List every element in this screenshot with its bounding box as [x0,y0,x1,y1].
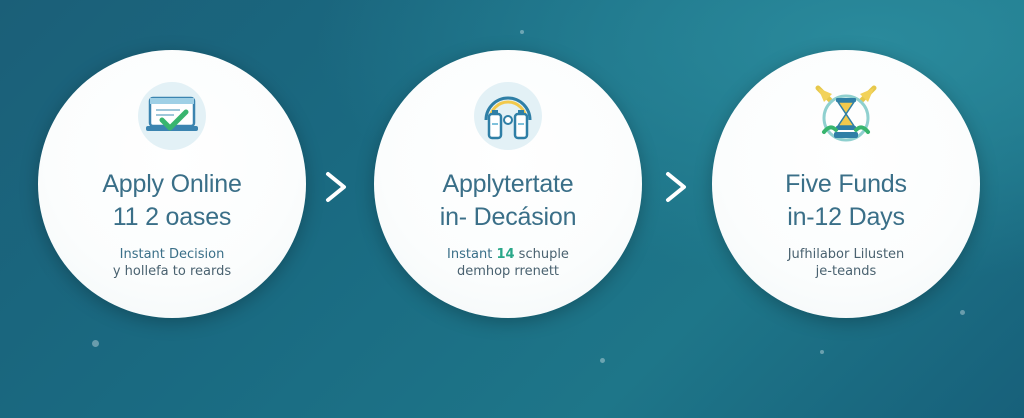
step-subtitle-line-2: y hollefa to reards [112,264,232,279]
step-title-line-2: in-12 Days [787,203,905,231]
dust-speck [600,358,605,363]
step-title: Apply Online 11 2 oases [38,168,306,234]
step-title-line-1: Applytertate [442,170,574,198]
step-subtitle-line-2: je-teands [815,264,877,279]
step-title: Applytertate in- Decásion [374,168,642,234]
step-subtitle: Jufhilabor Lilusten je-teands [712,246,980,280]
step-card-apply-online: Apply Online 11 2 oases Instant Decision… [38,50,306,318]
step-card-funds: Five Funds in-12 Days Jufhilabor Liluste… [712,50,980,318]
dust-speck [820,350,824,354]
step-subtitle-line-1: Jufhilabor Lilusten [787,247,905,262]
step-card-decision: Applytertate in- Decásion Instant 14 sch… [374,50,642,318]
step-title-line-2: in- Decásion [439,203,577,231]
step-subtitle-suffix: schuple [518,247,569,262]
funds-hourglass-icon [810,80,882,152]
bottles-arch-icon [472,80,544,152]
step-subtitle: Instant Decision y hollefa to reards [38,246,306,280]
step-title-line-1: Apply Online [102,170,242,198]
step-subtitle-line-1: Instant Decision [119,247,225,262]
chevron-right-icon [320,170,354,204]
dust-speck [960,310,965,315]
step-title: Five Funds in-12 Days [712,168,980,234]
dust-speck [92,340,99,347]
step-subtitle-accent: 14 [496,247,515,262]
step-title-line-2: 11 2 oases [112,203,232,231]
step-subtitle: Instant 14 schuple demhop rrenett [374,246,642,280]
step-subtitle-line-2: demhop rrenett [456,264,560,279]
laptop-check-icon [136,80,208,152]
chevron-right-icon [660,170,694,204]
step-subtitle-prefix: Instant [447,247,493,262]
dust-speck [520,30,524,34]
step-subtitle-line-1: Instant 14 schuple [374,246,642,263]
step-title-line-1: Five Funds [785,170,907,198]
